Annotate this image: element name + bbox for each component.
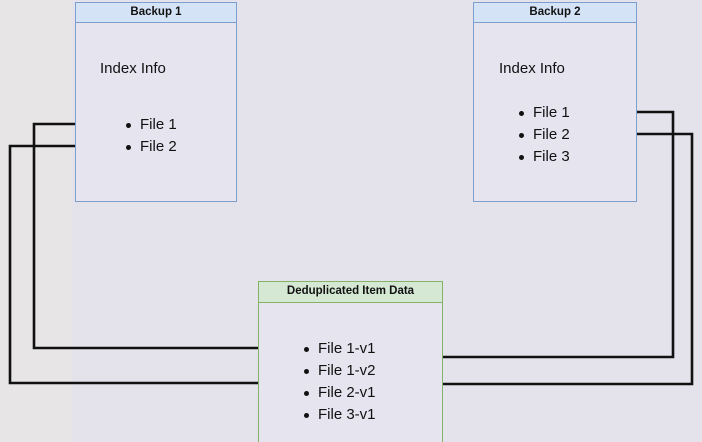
connector-backup2-file2 — [391, 132, 694, 389]
node-backup1-subtitle: Index Info — [100, 60, 166, 77]
node-backup2-file-list: File 1 File 2 File 3 — [518, 102, 570, 168]
node-backup1-header: Backup 1 — [75, 2, 237, 23]
node-backup2-header: Backup 2 — [473, 2, 637, 23]
node-dedup-header: Deduplicated Item Data — [258, 281, 443, 303]
list-item[interactable]: File 3-v1 — [303, 404, 376, 426]
node-backup2-title: Backup 2 — [529, 5, 581, 18]
node-backup1-title: Backup 1 — [130, 5, 182, 18]
node-backup1[interactable] — [75, 2, 237, 202]
list-item[interactable]: File 2 — [125, 136, 177, 158]
list-item[interactable]: File 1 — [518, 102, 570, 124]
list-item[interactable]: File 3 — [518, 146, 570, 168]
list-item[interactable]: File 2 — [518, 124, 570, 146]
node-backup1-file-list: File 1 File 2 — [125, 114, 177, 158]
node-backup2-subtitle: Index Info — [499, 60, 565, 77]
node-dedup[interactable] — [258, 281, 443, 442]
list-item[interactable]: File 1-v2 — [303, 360, 376, 382]
connector-backup1-file2 — [8, 144, 297, 388]
list-item[interactable]: File 1 — [125, 114, 177, 136]
node-dedup-title: Deduplicated Item Data — [286, 285, 415, 298]
node-dedup-file-list: File 1-v1 File 1-v2 File 2-v1 File 3-v1 — [303, 338, 376, 426]
list-item[interactable]: File 1-v1 — [303, 338, 376, 360]
list-item[interactable]: File 2-v1 — [303, 382, 376, 404]
